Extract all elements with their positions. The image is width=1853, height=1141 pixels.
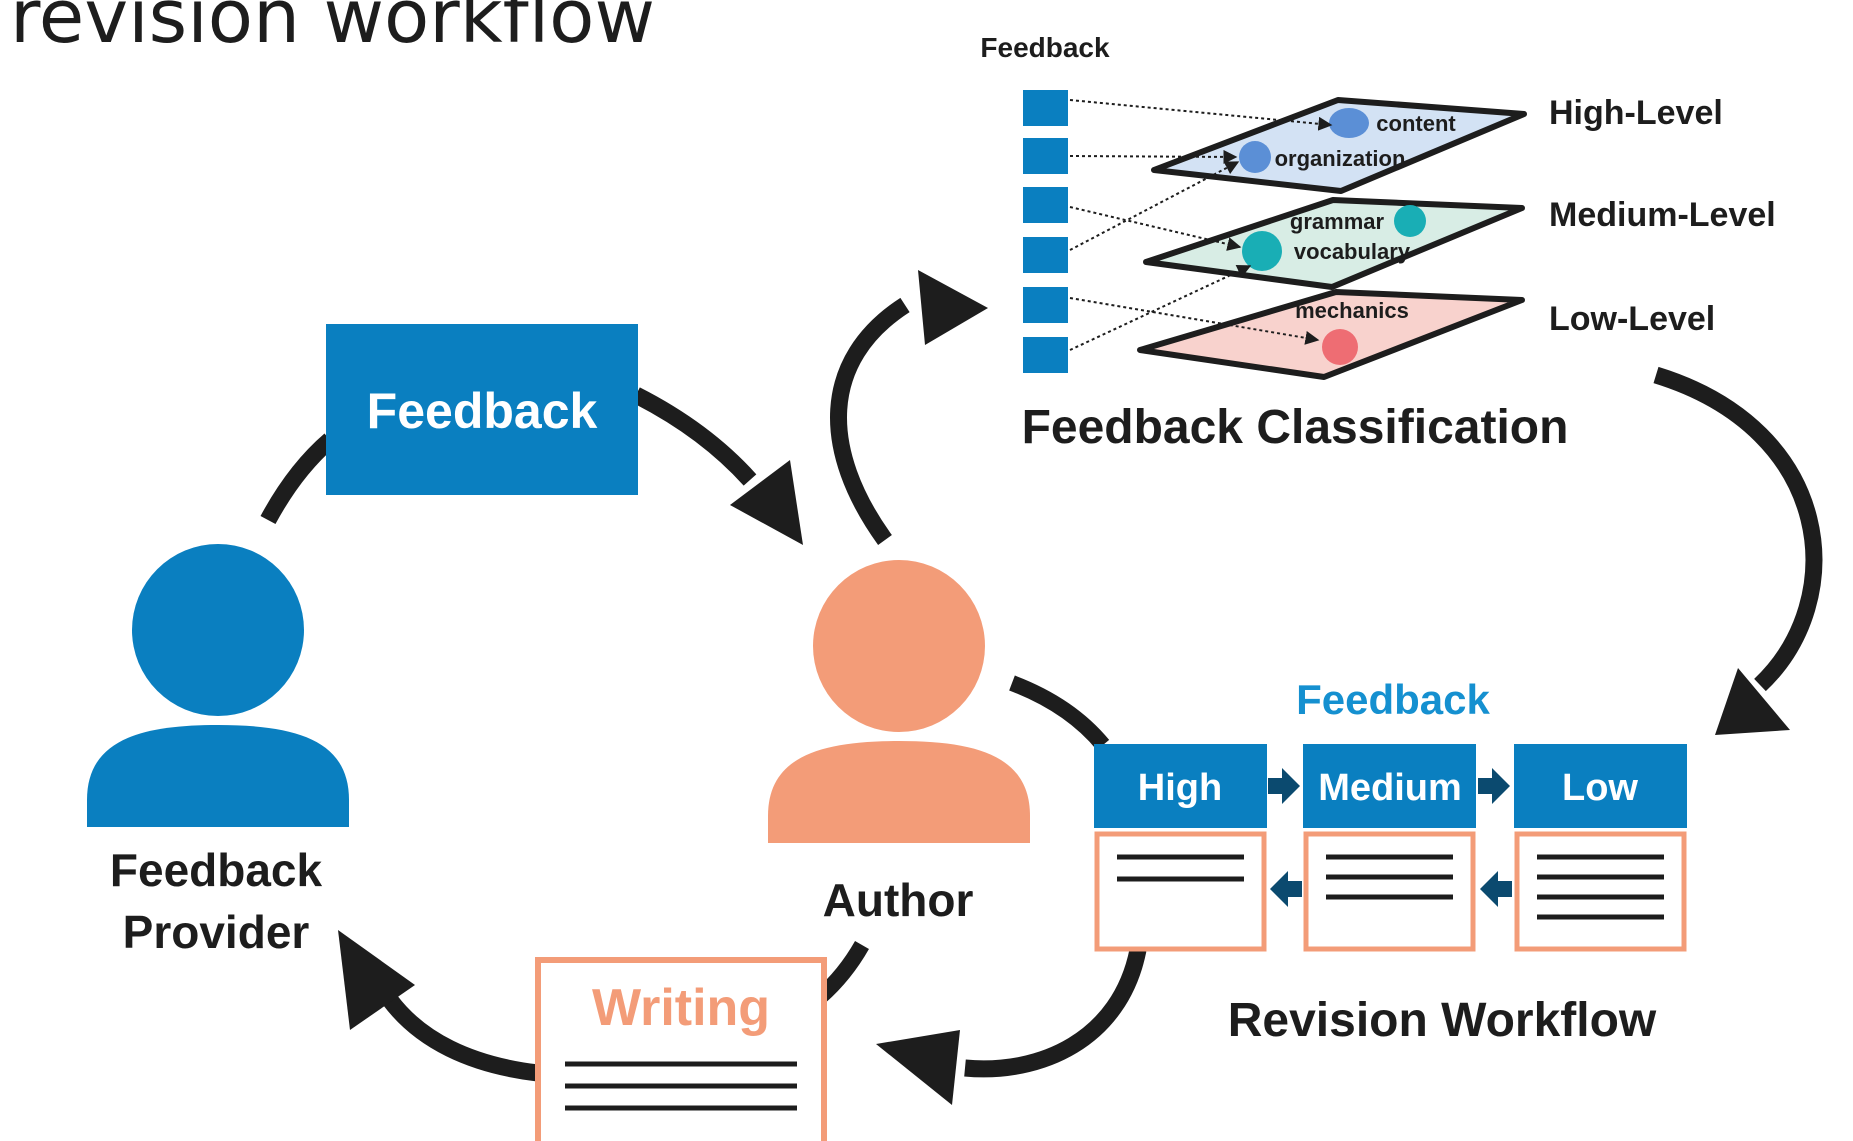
grammar-dot (1394, 205, 1426, 237)
feedback-provider-label-line1: Feedback (110, 844, 323, 896)
feedback-provider-icon (87, 544, 349, 827)
feedback-provider-label-line2: Provider (123, 906, 310, 958)
revision-stage-low: Low (1514, 744, 1687, 952)
feedback-item-square (1023, 237, 1068, 273)
stage-label-medium: Medium (1318, 767, 1462, 809)
writing-box-text-lines (565, 1061, 797, 1111)
cycle-arrowhead-to-writing (876, 1030, 960, 1105)
mechanics-dot (1322, 329, 1358, 365)
backward-arrow-medium-to-high (1270, 871, 1302, 907)
feedback-item-square (1023, 287, 1068, 323)
cycle-arrow-feedback-to-author (632, 387, 757, 486)
cycle-arrow-classification-to-revision (1653, 366, 1823, 692)
cycle-arrow-revision-to-writing (964, 948, 1147, 1078)
feedback-item-square (1023, 187, 1068, 223)
cycle-arrowhead-to-author (730, 460, 803, 545)
item-grammar-label: grammar (1290, 209, 1385, 234)
forward-arrow-medium-to-low (1478, 768, 1510, 804)
feedback-item-square (1023, 138, 1068, 174)
feedback-box-label: Feedback (367, 383, 598, 439)
writing-box-label: Writing (592, 979, 770, 1037)
item-organization-label: organization (1275, 146, 1406, 171)
cycle-arrow-author-to-classification (830, 297, 910, 545)
writing-box (535, 957, 827, 1141)
organization-dot (1239, 141, 1271, 173)
content-dot (1329, 108, 1369, 138)
backward-arrow-low-to-medium (1480, 871, 1512, 907)
classification-title: Feedback Classification (1022, 401, 1569, 454)
feedback-item-square (1023, 90, 1068, 126)
cycle-arrowhead-to-classification (918, 270, 988, 345)
stage-forward-arrows (1268, 768, 1510, 804)
vocabulary-dot (1242, 231, 1282, 271)
page-heading: revision workflow (10, 0, 655, 60)
feedback-item-square (1023, 337, 1068, 373)
cycle-arrowhead-to-provider (338, 930, 415, 1030)
level-label-medium: Medium-Level (1549, 196, 1776, 234)
item-content-label: content (1376, 111, 1456, 136)
revision-feedback-label: Feedback (1296, 676, 1490, 723)
classification-feedback-column-label: Feedback (980, 32, 1110, 63)
stage-label-high: High (1138, 767, 1222, 809)
cycle-arrow-author-to-revision (1009, 675, 1110, 751)
cycle-arrowhead-to-revision (1715, 668, 1790, 735)
cycle-arrow-writing-to-provider (383, 994, 539, 1082)
feedback-box (326, 324, 638, 495)
revision-workflow-title: Revision Workflow (1228, 994, 1657, 1047)
author-icon (768, 560, 1030, 843)
level-label-low: Low-Level (1549, 300, 1715, 338)
classification-mapping-arrows (1069, 99, 1333, 351)
level-label-high: High-Level (1549, 94, 1723, 132)
revision-stage-high: High (1094, 744, 1267, 952)
forward-arrow-high-to-medium (1268, 768, 1300, 804)
cycle-arrow-provider-to-feedback (260, 433, 336, 525)
feedback-item-squares (1023, 90, 1068, 373)
item-mechanics-label: mechanics (1295, 298, 1409, 323)
item-vocabulary-label: vocabulary (1294, 239, 1411, 264)
revision-stage-medium: Medium (1303, 744, 1476, 952)
stage-backward-arrows (1270, 871, 1512, 907)
author-label: Author (823, 874, 974, 926)
stage-label-low: Low (1562, 767, 1638, 809)
